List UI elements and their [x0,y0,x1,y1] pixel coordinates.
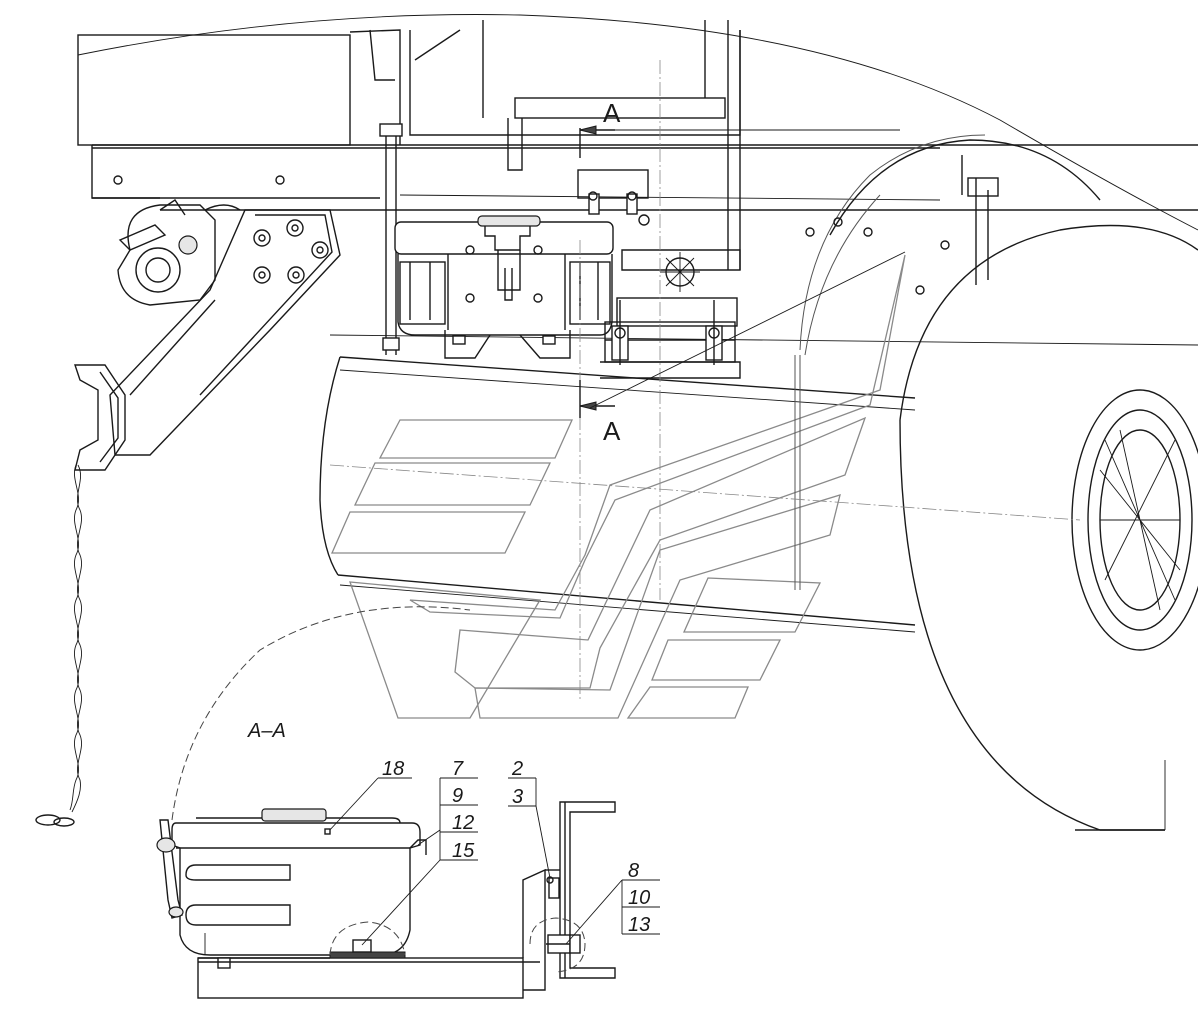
callout-15: 15 [452,840,475,862]
section-mark-top-label: A [603,98,621,128]
fender-wheel [799,134,1198,831]
callout-labels: 18 7 9 12 15 2 3 8 10 13 [382,758,650,936]
callout-13: 13 [628,914,650,936]
section-mark-bottom [579,380,615,418]
callout-7: 7 [452,758,464,780]
bracket-plate [74,209,341,471]
callout-12: 12 [452,812,474,834]
callout-3: 3 [512,786,523,808]
body-panel [319,60,1081,719]
callout-10: 10 [628,887,650,909]
chain [35,464,82,827]
callout-8: 8 [628,860,639,882]
clamp-block [600,297,741,379]
section-mark-top [579,125,615,158]
callout-18: 18 [382,758,404,780]
callout-leaders [324,777,660,946]
chassis-frame [77,14,1198,346]
section-detail [156,606,616,999]
callout-9: 9 [452,785,463,807]
section-mark-bottom-label: A [603,416,621,446]
callout-2: 2 [511,758,523,780]
toolbox-assembly [394,215,614,359]
section-detail-title: A–A [247,720,286,742]
upper-bracket [577,169,741,292]
bracket-bolts [253,219,329,284]
tow-hitch [117,199,241,306]
